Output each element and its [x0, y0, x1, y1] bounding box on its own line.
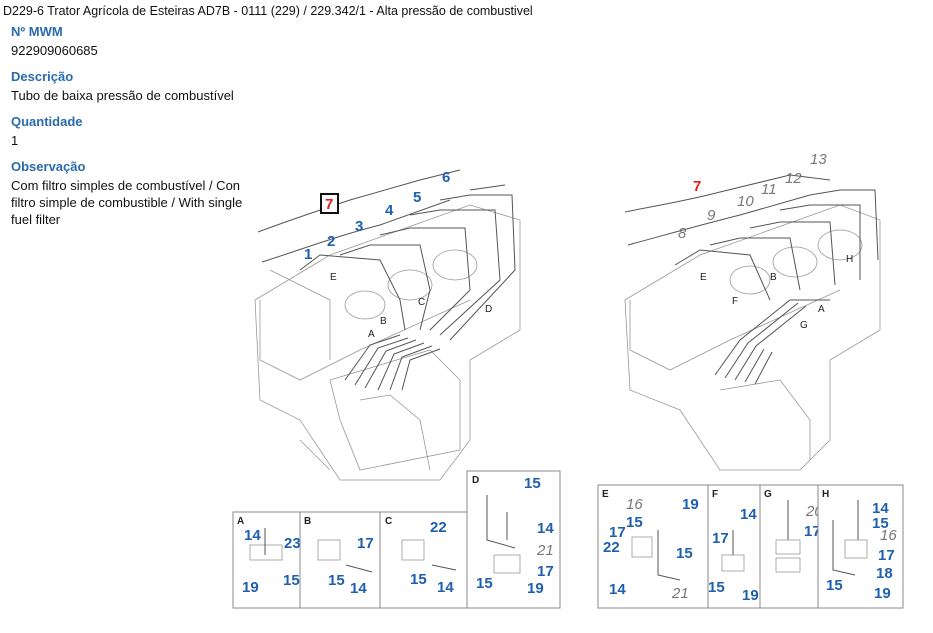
- detail-label: 14: [537, 520, 554, 537]
- detail-c: C 22 15 14: [379, 511, 468, 609]
- detail-label: 15: [524, 475, 541, 492]
- right-engine-drawing: [624, 174, 881, 471]
- callout-8[interactable]: 8: [678, 225, 687, 242]
- callout-11[interactable]: 11: [761, 181, 777, 198]
- detail-label: 18: [876, 565, 893, 582]
- detail-label: 23: [284, 535, 301, 552]
- detail-label: 17: [804, 523, 821, 540]
- detail-label: F: [712, 489, 718, 500]
- detail-label: 15: [708, 579, 725, 596]
- detail-label: 15: [826, 577, 843, 594]
- detail-h: H 14 15 16 17 18 15 19: [817, 484, 904, 609]
- detail-label: 15: [676, 545, 693, 562]
- callout-7-selected[interactable]: 7: [325, 196, 333, 213]
- detail-label: 17: [537, 563, 554, 580]
- callout-2[interactable]: 2: [327, 233, 335, 250]
- letter-d: D: [485, 304, 492, 315]
- observation-label: Observação: [11, 159, 86, 174]
- detail-label: 14: [244, 527, 261, 544]
- detail-label: 19: [874, 585, 891, 602]
- detail-label: D: [472, 475, 479, 486]
- letter-a: A: [818, 304, 825, 315]
- letter-c: C: [418, 297, 425, 308]
- letter-a: A: [368, 329, 375, 340]
- detail-label: 19: [682, 496, 699, 513]
- detail-label: 17: [878, 547, 895, 564]
- detail-label: E: [602, 489, 609, 500]
- callout-10[interactable]: 10: [737, 193, 754, 210]
- callout-9[interactable]: 9: [707, 207, 716, 224]
- detail-g: G 20 17: [759, 484, 823, 609]
- detail-label: 15: [410, 571, 427, 588]
- quantity-label: Quantidade: [11, 114, 83, 129]
- letter-b: B: [380, 316, 387, 327]
- letter-b: B: [770, 272, 777, 283]
- right-callouts: 7 8 9 10 11 12 13 A E F G H B: [678, 151, 853, 331]
- detail-label: 14: [740, 506, 757, 523]
- letter-e: E: [330, 272, 337, 283]
- detail-label: 21: [536, 542, 554, 559]
- detail-f: F 14 17 15 19: [707, 484, 761, 609]
- callout-6[interactable]: 6: [442, 169, 450, 186]
- part-info-panel: Nº MWM 922909060685 Descrição Tubo de ba…: [11, 24, 251, 228]
- detail-d: D 15 14 21 17 15 19: [466, 470, 561, 609]
- callout-3[interactable]: 3: [355, 218, 363, 235]
- callout-5[interactable]: 5: [413, 189, 421, 206]
- detail-label: 15: [476, 575, 493, 592]
- letter-h: H: [846, 254, 853, 265]
- detail-label: C: [385, 516, 392, 527]
- detail-label: 15: [626, 514, 643, 531]
- mwm-value: 922909060685: [11, 43, 98, 58]
- description-label: Descrição: [11, 69, 74, 84]
- detail-label: 22: [603, 539, 620, 556]
- detail-label: 17: [357, 535, 374, 552]
- detail-label: 19: [242, 579, 259, 596]
- letter-f: F: [732, 296, 738, 307]
- callout-13[interactable]: 13: [810, 151, 827, 168]
- letter-g: G: [800, 320, 808, 331]
- detail-label: 15: [872, 515, 889, 532]
- callout-1[interactable]: 1: [304, 246, 312, 263]
- detail-label: 17: [712, 530, 729, 547]
- detail-label: G: [764, 489, 772, 500]
- detail-label: 19: [742, 587, 759, 604]
- selected-callout-box: [320, 193, 339, 214]
- detail-b: B 17 15 14: [299, 511, 381, 609]
- detail-label: 14: [350, 580, 367, 597]
- detail-a: A 14 23 15 19: [232, 511, 301, 609]
- detail-e: E 16 19 15 17 22 15 14 21: [597, 484, 709, 609]
- callout-12[interactable]: 12: [785, 170, 802, 187]
- detail-label: 17: [609, 524, 626, 541]
- detail-label: 19: [527, 580, 544, 597]
- description-value: Tubo de baixa pressão de combustível: [11, 88, 234, 103]
- detail-label: H: [822, 489, 829, 500]
- left-engine-drawing: [254, 169, 521, 481]
- detail-label: 15: [328, 572, 345, 589]
- detail-label: 22: [430, 519, 447, 536]
- quantity-value: 1: [11, 133, 19, 148]
- breadcrumb-title: D229-6 Trator Agrícola de Esteiras AD7B …: [3, 4, 533, 18]
- detail-label: 14: [872, 500, 889, 517]
- left-callouts: 1 2 3 4 5 6 7 E B C A D: [304, 169, 492, 340]
- detail-label: 15: [283, 572, 300, 589]
- observation-value: Com filtro simples de combustível / Con …: [11, 178, 243, 227]
- detail-label: 16: [880, 527, 897, 544]
- detail-label: 16: [626, 496, 643, 513]
- detail-label: 14: [437, 579, 454, 596]
- detail-label: 21: [671, 585, 689, 602]
- callout-4[interactable]: 4: [385, 202, 394, 219]
- letter-e: E: [700, 272, 707, 283]
- detail-label: A: [237, 516, 244, 527]
- detail-label: B: [304, 516, 311, 527]
- detail-label: 14: [609, 581, 626, 598]
- callout-7[interactable]: 7: [693, 178, 701, 195]
- mwm-label: Nº MWM: [11, 24, 63, 39]
